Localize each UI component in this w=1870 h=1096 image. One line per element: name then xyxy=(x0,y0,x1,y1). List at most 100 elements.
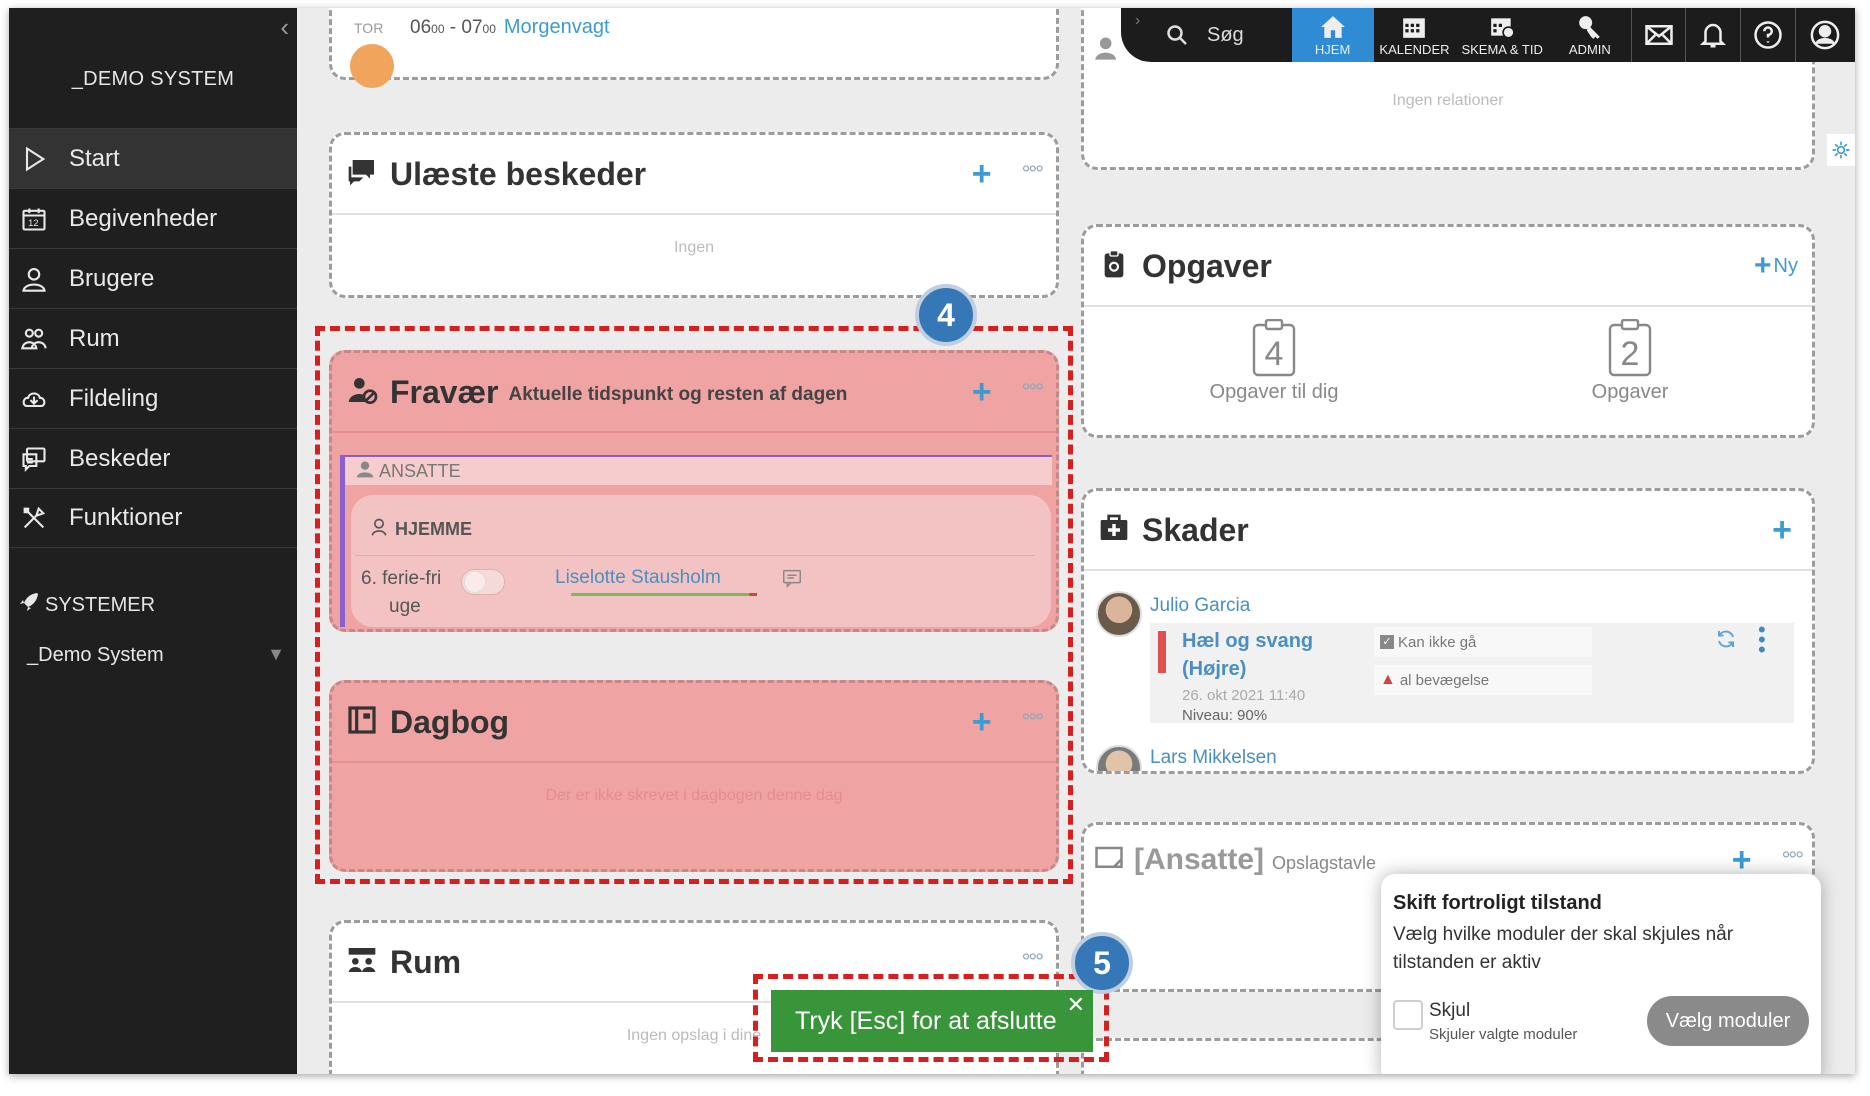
more-options-button[interactable]: °°° xyxy=(1021,709,1044,734)
sidebar-item-label: Rum xyxy=(69,324,120,352)
divider xyxy=(355,555,1035,556)
card-subtitle: Opslagstavle xyxy=(1272,852,1377,873)
group-user-icon xyxy=(355,459,375,484)
status-panel: HJEMME 6. ferie-fri uge Liselotte Staush… xyxy=(351,495,1051,627)
absence-group: ANSATTE HJEMME 6. ferie-fri uge Liselott… xyxy=(340,455,1052,627)
nav-calendar-button[interactable]: KALENDER xyxy=(1374,8,1456,62)
clipboard-icon xyxy=(1098,248,1130,285)
sidebar-item-beskeder[interactable]: Beskeder xyxy=(9,428,297,488)
search-button[interactable]: Søg xyxy=(1121,8,1292,62)
mail-button[interactable] xyxy=(1630,8,1686,62)
relations-user-icon xyxy=(1094,34,1122,67)
more-options-button[interactable]: °°° xyxy=(1021,379,1044,404)
refresh-icon[interactable] xyxy=(1714,627,1738,656)
systems-heading: SYSTEMER xyxy=(17,590,155,620)
sidebar-item-brugere[interactable]: Brugere xyxy=(9,248,297,308)
nav-schedule-button[interactable]: SKEMA & TID xyxy=(1455,8,1549,62)
key-icon xyxy=(1579,15,1600,39)
gear-icon[interactable] xyxy=(1827,134,1855,166)
add-injury-button[interactable]: + xyxy=(1772,511,1792,549)
event-name-link[interactable]: Morgenvagt xyxy=(503,16,610,38)
search-label: Søg xyxy=(1207,23,1244,46)
cloud-icon xyxy=(17,382,51,416)
all-tasks-tile[interactable]: 2 Opgaver xyxy=(1530,318,1730,404)
my-tasks-tile[interactable]: 4 Opgaver til dig xyxy=(1174,318,1374,404)
event-end-hour: 07 xyxy=(461,17,483,38)
sidebar: ‹ _DEMO SYSTEM Start 12 Begivenheder Bru… xyxy=(9,8,297,1074)
injury-title-link[interactable]: Hæl og svang (Højre) xyxy=(1182,627,1313,683)
more-options-button[interactable]: °°° xyxy=(1021,949,1044,974)
diary-card: Dagbog + °°° Der er ikke skrevet i dagbo… xyxy=(329,680,1059,872)
sidebar-nav: Start 12 Begivenheder Brugere Rum Fildel… xyxy=(9,128,297,548)
group-header[interactable]: ANSATTE xyxy=(345,455,1052,485)
calendar-icon: 12 xyxy=(17,202,51,236)
add-diary-button[interactable]: + xyxy=(971,703,992,741)
chevron-right-icon[interactable]: › xyxy=(1135,12,1141,29)
rocket-icon xyxy=(17,590,45,620)
step-badge-4: 4 xyxy=(915,284,977,346)
user-icon xyxy=(17,262,51,296)
sidebar-item-label: Beskeder xyxy=(69,444,171,472)
nav-admin-button[interactable]: ADMIN xyxy=(1549,8,1631,62)
injury-person-link[interactable]: Lars Mikkelsen xyxy=(1150,747,1277,768)
unread-messages-card: Ulæste beskeder + °°° Ingen xyxy=(329,132,1059,298)
help-button[interactable] xyxy=(1739,8,1795,62)
sidebar-item-start[interactable]: Start xyxy=(9,128,297,188)
add-message-button[interactable]: + xyxy=(971,155,992,193)
home-user-icon xyxy=(369,517,389,542)
kebab-menu-icon[interactable]: ••• xyxy=(1758,617,1766,662)
severity-bar xyxy=(1158,631,1166,673)
group-label: ANSATTE xyxy=(379,460,461,481)
clipboard-count-icon: 2 xyxy=(1608,318,1652,377)
confidential-mode-popup: Skift fortroligt tilstand Vælg hvilke mo… xyxy=(1381,874,1821,1074)
all-tasks-count: 2 xyxy=(1620,335,1640,373)
injury-tag-label: Kan ikke gå xyxy=(1398,633,1477,651)
calendar-grid-icon xyxy=(1403,17,1426,38)
event-end-minute: 00 xyxy=(482,22,496,36)
all-tasks-label: Opgaver xyxy=(1591,381,1669,403)
sidebar-item-rum[interactable]: Rum xyxy=(9,308,297,368)
injuries-card: Skader + Julio Garcia Hæl og svang (Højr… xyxy=(1081,488,1815,774)
empty-text: Ingen opslag i dine xyxy=(626,1027,762,1044)
sidebar-item-fildeling[interactable]: Fildeling xyxy=(9,368,297,428)
hide-checkbox[interactable]: Skjul Skjuler valgte moduler xyxy=(1393,1000,1577,1043)
sidebar-collapse-button[interactable]: ‹ xyxy=(280,12,289,42)
injury-person-link[interactable]: Julio Garcia xyxy=(1150,595,1251,616)
card-title: Rum xyxy=(390,943,462,980)
injury-tag-label: al bevægelse xyxy=(1399,671,1490,689)
more-options-button[interactable]: °°° xyxy=(1021,161,1044,186)
choose-modules-button[interactable]: Vælg moduler xyxy=(1647,996,1809,1046)
nav-admin-label: ADMIN xyxy=(1568,41,1611,57)
new-task-button[interactable]: +Ny xyxy=(1754,249,1798,282)
warning-icon: ▲ xyxy=(1380,671,1396,688)
close-icon[interactable]: ✕ xyxy=(1066,992,1085,1017)
sidebar-item-label: Fildeling xyxy=(69,384,159,412)
avatar-icon xyxy=(1810,20,1840,50)
event-day: TOR xyxy=(354,20,384,36)
nav-home-button[interactable]: HJEM xyxy=(1291,8,1374,62)
toast-text: Tryk [Esc] for at afslutte xyxy=(795,1006,1057,1035)
sidebar-item-funktioner[interactable]: Funktioner xyxy=(9,488,297,548)
systems-label: SYSTEMER xyxy=(45,593,156,616)
profile-button[interactable] xyxy=(1794,8,1855,62)
injury-level: Niveau: 90% xyxy=(1182,707,1268,724)
tools-icon xyxy=(17,501,51,535)
board-icon xyxy=(1094,843,1124,878)
notifications-button[interactable] xyxy=(1685,8,1740,62)
add-absence-button[interactable]: + xyxy=(971,373,992,411)
system-selector[interactable]: _Demo System ▼ xyxy=(27,644,285,667)
sidebar-item-label: Brugere xyxy=(69,264,155,292)
checkbox-box[interactable] xyxy=(1393,1000,1423,1030)
injury-row[interactable]: Hæl og svang (Højre) 26. okt 2021 11:40 … xyxy=(1150,617,1794,724)
add-notice-button[interactable]: + xyxy=(1731,841,1752,879)
comment-icon[interactable] xyxy=(781,567,803,594)
first-aid-icon xyxy=(1098,512,1130,549)
absence-toggle[interactable] xyxy=(461,569,505,595)
nav-schedule-label: SKEMA & TID xyxy=(1461,41,1543,57)
empty-text: Der er ikke skrevet i dagbogen denne dag xyxy=(545,787,843,804)
sidebar-item-begivenheder[interactable]: 12 Begivenheder xyxy=(9,188,297,248)
messages-icon xyxy=(17,442,51,476)
person-link[interactable]: Liselotte Stausholm xyxy=(555,567,721,588)
more-options-button[interactable]: °°° xyxy=(1781,847,1804,872)
